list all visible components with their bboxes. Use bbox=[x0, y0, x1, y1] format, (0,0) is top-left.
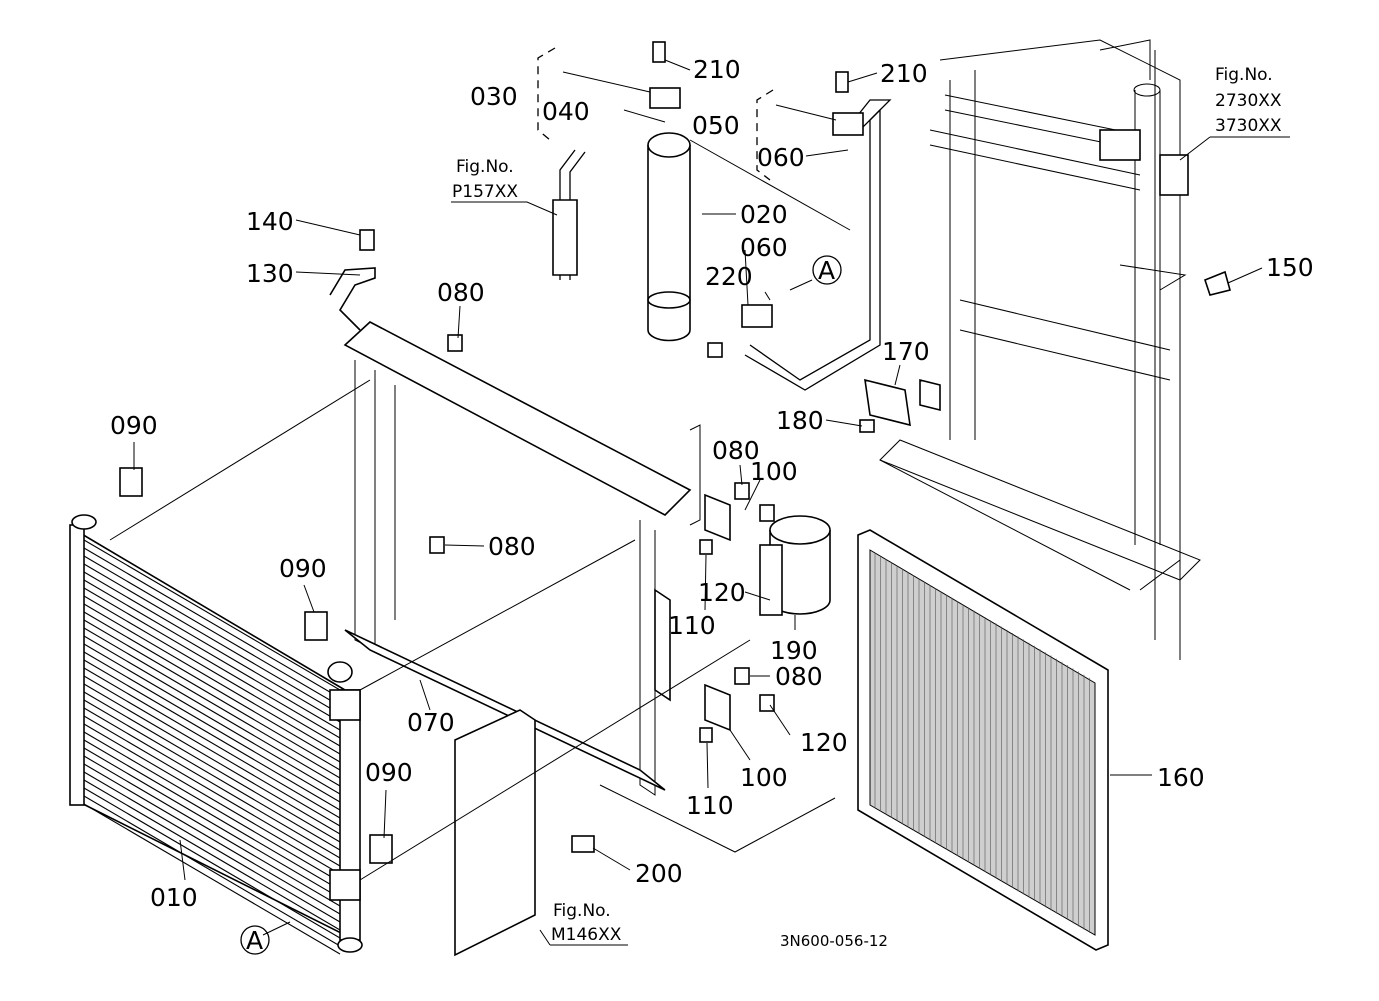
condenser-fin bbox=[83, 763, 341, 915]
condenser-fin bbox=[83, 747, 341, 899]
label-010: 010 bbox=[150, 883, 198, 912]
label-210-right: 210 bbox=[880, 59, 928, 88]
label-180: 180 bbox=[776, 406, 824, 435]
condenser-fin bbox=[83, 707, 341, 859]
label-080-mid-right: 080 bbox=[712, 436, 760, 465]
support-frame bbox=[343, 321, 701, 796]
condenser-fin bbox=[83, 579, 341, 731]
label-100-top: 100 bbox=[750, 457, 798, 486]
condenser-fin bbox=[83, 643, 341, 795]
label-150: 150 bbox=[1266, 253, 1314, 282]
condenser-fin bbox=[83, 675, 341, 827]
condenser-fin bbox=[83, 627, 341, 779]
reference-a-top: A bbox=[812, 255, 842, 285]
fittings bbox=[119, 41, 1231, 864]
label-060-top: 060 bbox=[757, 143, 805, 172]
reference-a-bottom: A bbox=[240, 925, 270, 955]
label-220: 220 bbox=[705, 262, 753, 291]
pipe-clamp bbox=[759, 515, 831, 616]
label-130: 130 bbox=[246, 259, 294, 288]
label-090-bottom: 090 bbox=[365, 758, 413, 787]
label-080-top: 080 bbox=[437, 278, 485, 307]
label-100-bottom: 100 bbox=[740, 763, 788, 792]
label-170: 170 bbox=[882, 337, 930, 366]
fig-ref-label-2: Fig.No. bbox=[1215, 65, 1273, 85]
label-120-bottom: 120 bbox=[800, 728, 848, 757]
label-200: 200 bbox=[635, 859, 683, 888]
condenser-fin bbox=[83, 667, 341, 819]
condenser-fin bbox=[83, 739, 341, 891]
label-020: 020 bbox=[740, 200, 788, 229]
part-labels: 210 210 030 040 050 060 020 060 220 140 … bbox=[110, 55, 1314, 912]
condenser-core bbox=[69, 514, 363, 955]
label-040: 040 bbox=[542, 97, 590, 126]
condenser-fin bbox=[83, 635, 341, 787]
condenser-fin bbox=[83, 659, 341, 811]
condenser-fin bbox=[83, 787, 341, 939]
label-050: 050 bbox=[692, 111, 740, 140]
reference-a-bottom-label: A bbox=[246, 926, 263, 955]
receiver-drier bbox=[647, 132, 691, 342]
condenser-fin bbox=[83, 795, 341, 947]
condenser-fin bbox=[83, 595, 341, 747]
leader-lines bbox=[109, 59, 1290, 946]
label-090-mid: 090 bbox=[279, 554, 327, 583]
condenser-fin bbox=[83, 723, 341, 875]
hoses bbox=[552, 99, 892, 391]
label-210-left: 210 bbox=[693, 55, 741, 84]
condenser-fin bbox=[83, 731, 341, 883]
condenser-fin bbox=[83, 539, 341, 691]
condenser-fin bbox=[83, 651, 341, 803]
fig-ref-code-m146xx: M146XX bbox=[551, 925, 622, 945]
label-110-bottom: 110 bbox=[686, 791, 734, 820]
label-080-mid-left: 080 bbox=[488, 532, 536, 561]
drawing-code: 3N600-056-12 bbox=[780, 932, 888, 950]
condenser-fin bbox=[83, 571, 341, 723]
fig-ref-code-p157xx: P157XX bbox=[452, 182, 518, 202]
condenser-fin bbox=[83, 779, 341, 931]
background-frame bbox=[879, 39, 1201, 640]
condenser-fin bbox=[83, 755, 341, 907]
label-090-top: 090 bbox=[110, 411, 158, 440]
fig-ref-label-1: Fig.No. bbox=[456, 157, 514, 177]
label-030: 030 bbox=[470, 82, 518, 111]
condenser-fin bbox=[83, 715, 341, 867]
condenser-fin bbox=[83, 691, 341, 843]
fig-ref-code-3730xx: 3730XX bbox=[1215, 116, 1282, 136]
condenser-fin bbox=[83, 683, 341, 835]
insect-screen bbox=[857, 529, 1109, 951]
dashed-groups bbox=[537, 47, 774, 181]
label-160: 160 bbox=[1157, 763, 1205, 792]
condenser-fin bbox=[83, 603, 341, 755]
label-060-bottom: 060 bbox=[740, 233, 788, 262]
condenser-fin bbox=[83, 803, 341, 955]
figure-references: Fig.No. P157XX Fig.No. 2730XX 3730XX Fig… bbox=[452, 65, 1282, 945]
condenser-fin bbox=[83, 619, 341, 771]
label-110-top: 110 bbox=[668, 611, 716, 640]
fig-ref-code-2730xx: 2730XX bbox=[1215, 91, 1282, 111]
label-190: 190 bbox=[770, 636, 818, 665]
fig-ref-label-3: Fig.No. bbox=[553, 901, 611, 921]
label-140: 140 bbox=[246, 207, 294, 236]
label-070: 070 bbox=[407, 708, 455, 737]
condenser-fin bbox=[83, 547, 341, 699]
condenser-fin bbox=[83, 699, 341, 851]
label-120-top: 120 bbox=[698, 578, 746, 607]
condenser-fin bbox=[83, 611, 341, 763]
condenser-fin bbox=[83, 771, 341, 923]
side-plate bbox=[454, 709, 536, 957]
reference-a-top-label: A bbox=[818, 256, 835, 285]
condenser-fin bbox=[83, 563, 341, 715]
condenser-fin bbox=[83, 587, 341, 739]
label-080-low: 080 bbox=[775, 662, 823, 691]
condenser-fin bbox=[83, 555, 341, 707]
